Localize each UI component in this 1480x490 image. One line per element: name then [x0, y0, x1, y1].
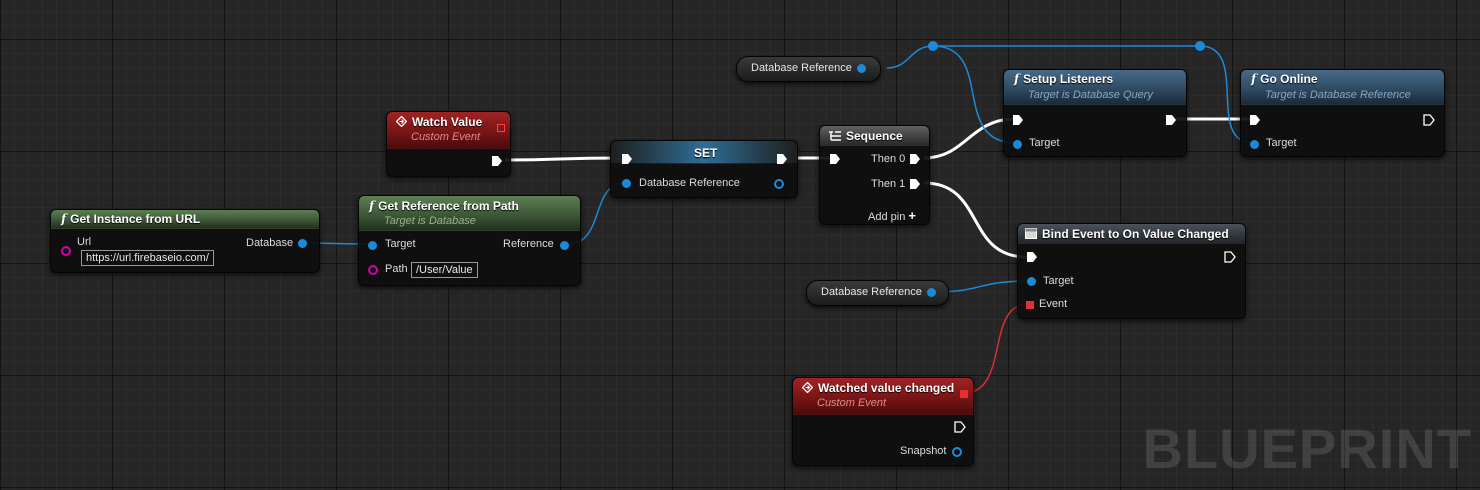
node-subtitle: Target is Database [384, 215, 476, 227]
then-1-pin[interactable] [909, 178, 921, 190]
database-reference-label: Database Reference [639, 177, 740, 189]
node-subtitle: Custom Event [817, 397, 887, 409]
set-variable-node[interactable]: SET Database Reference [610, 140, 798, 198]
function-icon: f [369, 199, 375, 213]
exec-input-pin[interactable] [1012, 114, 1024, 126]
delegate-output-pin[interactable] [497, 124, 505, 132]
exec-output-pin[interactable] [1165, 114, 1177, 126]
node-header [51, 210, 319, 229]
node-title: Setup Listeners [1023, 72, 1114, 86]
exec-output-pin[interactable] [1423, 114, 1435, 126]
url-input[interactable]: https://url.firebaseio.com/ [81, 250, 214, 266]
database-reference-getter[interactable]: Database Reference [806, 280, 949, 306]
exec-input-pin[interactable] [1026, 251, 1038, 263]
node-header [820, 126, 929, 146]
variable-output-pin[interactable] [927, 288, 936, 297]
url-pin[interactable] [61, 246, 71, 256]
database-reference-input-pin[interactable] [622, 179, 631, 188]
variable-label: Database Reference [821, 286, 922, 298]
target-label: Target [385, 238, 416, 250]
node-title: Watched value changed [818, 381, 955, 395]
exec-wire-then1-to-bind [923, 181, 1028, 259]
path-label: Path [385, 263, 408, 275]
exec-input-pin[interactable] [829, 153, 841, 165]
exec-output-pin[interactable] [954, 421, 966, 433]
exec-wire-watch-to-set [504, 156, 621, 162]
target-pin[interactable] [1250, 140, 1259, 149]
event-pin[interactable] [1026, 301, 1034, 309]
exec-input-pin[interactable] [1249, 114, 1261, 126]
watched-value-changed-event-node[interactable]: Watched value changed Custom Event Snaps… [792, 377, 974, 466]
node-title: Get Instance from URL [70, 212, 201, 226]
node-subtitle: Target is Database Reference [1265, 89, 1411, 101]
snapshot-pin[interactable] [952, 447, 962, 457]
exec-output-pin[interactable] [1224, 251, 1236, 263]
database-label: Database [246, 237, 294, 249]
reroute-node[interactable] [928, 41, 938, 51]
node-header [1241, 70, 1444, 105]
node-title: Get Reference from Path [378, 199, 519, 213]
variable-label: Database Reference [751, 62, 852, 74]
node-title: Sequence [846, 129, 903, 143]
node-header [793, 378, 973, 415]
target-label: Target [1266, 137, 1297, 149]
node-title: Go Online [1260, 72, 1318, 86]
bind-event-icon [1025, 228, 1037, 239]
node-title: Bind Event to On Value Changed [1042, 227, 1229, 241]
target-pin[interactable] [1013, 140, 1022, 149]
exec-output-pin[interactable] [776, 153, 788, 165]
then-1-label: Then 1 [871, 178, 906, 190]
node-title: Watch Value [412, 115, 483, 129]
variable-output-pin[interactable] [857, 64, 866, 73]
event-icon [802, 382, 813, 393]
target-pin[interactable] [368, 241, 377, 250]
database-reference-output-pin[interactable] [774, 179, 784, 189]
target-pin[interactable] [1027, 277, 1036, 286]
reference-label: Reference [503, 238, 554, 250]
delegate-output-pin[interactable] [960, 390, 968, 398]
data-wire-var-to-reroute [886, 45, 934, 69]
then-0-pin[interactable] [909, 153, 921, 165]
reference-pin[interactable] [560, 241, 569, 250]
database-reference-getter[interactable]: Database Reference [736, 56, 881, 82]
node-header [359, 196, 580, 231]
add-pin-label: Add pin [868, 211, 906, 223]
path-pin[interactable] [368, 265, 378, 275]
database-pin[interactable] [298, 239, 307, 248]
sequence-node[interactable]: Sequence Then 0 Then 1 Add pin + [819, 125, 930, 225]
url-label: Url [77, 236, 92, 248]
node-header [1004, 70, 1186, 105]
sequence-icon [829, 131, 841, 141]
node-header [611, 141, 797, 164]
blueprint-watermark: BLUEPRINT [1142, 417, 1472, 480]
target-label: Target [1043, 275, 1074, 287]
path-input[interactable]: /User/Value [411, 262, 478, 278]
target-label: Target [1029, 137, 1060, 149]
snapshot-label: Snapshot [900, 445, 947, 457]
node-subtitle: Custom Event [411, 131, 481, 143]
node-title: SET [694, 146, 718, 160]
node-header [387, 112, 510, 149]
node-subtitle: Target is Database Query [1028, 89, 1153, 101]
exec-output-pin[interactable] [491, 155, 503, 167]
function-icon: f [61, 212, 67, 226]
function-icon: f [1014, 72, 1020, 86]
watch-value-event-node[interactable]: Watch Value Custom Event [386, 111, 511, 177]
plus-icon: + [908, 208, 916, 223]
then-0-label: Then 0 [871, 153, 906, 165]
reroute-node[interactable] [1195, 41, 1205, 51]
exec-input-pin[interactable] [621, 153, 633, 165]
node-header [1018, 224, 1245, 244]
function-icon: f [1251, 72, 1257, 86]
bind-event-node[interactable]: Bind Event to On Value Changed Target Ev… [1017, 223, 1246, 319]
event-label: Event [1039, 298, 1068, 310]
exec-wire-then0-to-setup [923, 117, 1014, 160]
event-icon [396, 116, 407, 127]
add-pin-button[interactable]: Add pin + [868, 208, 916, 223]
